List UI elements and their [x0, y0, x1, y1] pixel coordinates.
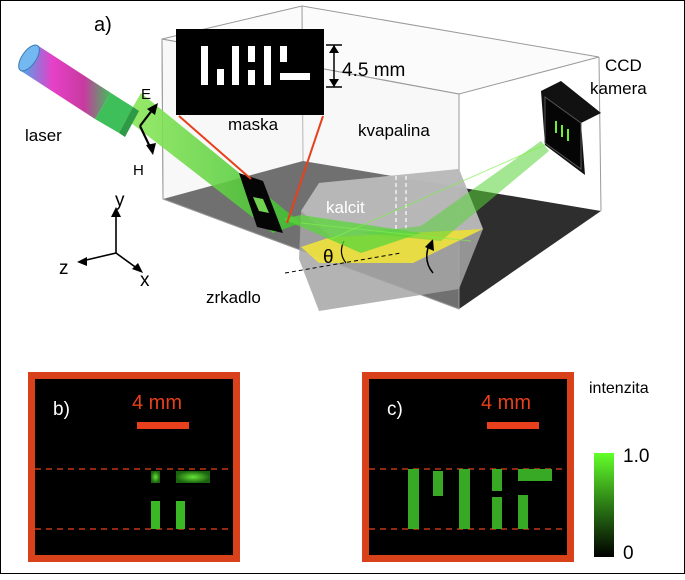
panel-b: b) 4 mm — [28, 372, 240, 562]
panel-c-scale-bar — [487, 422, 539, 429]
z-axis-arrow — [77, 257, 87, 266]
coordinate-axes — [81, 213, 139, 270]
dimension-arrow-up — [329, 45, 339, 53]
e-arrow-head — [147, 103, 158, 115]
laser-source — [18, 44, 139, 137]
colorbar-gradient — [594, 453, 614, 557]
camera-label-line1: CCD — [605, 56, 642, 75]
mask-inset — [176, 29, 324, 115]
h-arrow-head — [146, 143, 156, 155]
laser-label: laser — [25, 126, 62, 145]
mask-callout-right — [286, 115, 324, 224]
panel-a: a) — [18, 5, 647, 311]
colorbar-max-label: 1.0 — [623, 446, 649, 467]
axis-x-label: x — [140, 270, 150, 291]
theta-label: θ — [323, 247, 334, 268]
axis-z-label: z — [59, 258, 69, 279]
panel-b-scale-label: 4 mm — [132, 392, 182, 414]
camera-label-line2: kamera — [590, 79, 647, 98]
panel-c: c) 4 mm — [362, 372, 574, 562]
liquid-label: kvapalina — [358, 121, 430, 140]
mask-label: maska — [228, 115, 279, 134]
x-axis-arrow — [132, 263, 143, 273]
colorbar-min-label: 0 — [623, 543, 634, 564]
axis-y-label: y — [115, 190, 125, 211]
calcite-label: kalcit — [326, 198, 365, 217]
colorbar-title: intenzita — [589, 380, 649, 397]
panel-c-label: c) — [387, 399, 403, 420]
rotation-arrow-head — [425, 239, 434, 251]
dimension-label: 4.5 mm — [342, 60, 405, 81]
mirror-label: zrkadlo — [206, 288, 261, 307]
ccd-camera — [541, 81, 601, 175]
reference-line — [284, 252, 402, 274]
mask-plate — [239, 173, 283, 233]
e-field-label: E — [141, 86, 151, 103]
colorbar: intenzita 1.0 0 — [589, 380, 649, 564]
mask-callout-left — [178, 115, 252, 180]
h-field-label: H — [133, 162, 144, 179]
dimension-arrow-down — [329, 79, 339, 87]
panel-a-label: a) — [94, 14, 112, 36]
panel-b-label: b) — [53, 399, 70, 420]
panel-b-pattern — [151, 471, 210, 529]
panel-b-scale-bar — [137, 422, 189, 429]
panel-c-pattern — [408, 469, 552, 529]
y-axis-arrow — [111, 207, 121, 217]
panel-c-scale-label: 4 mm — [481, 392, 531, 414]
